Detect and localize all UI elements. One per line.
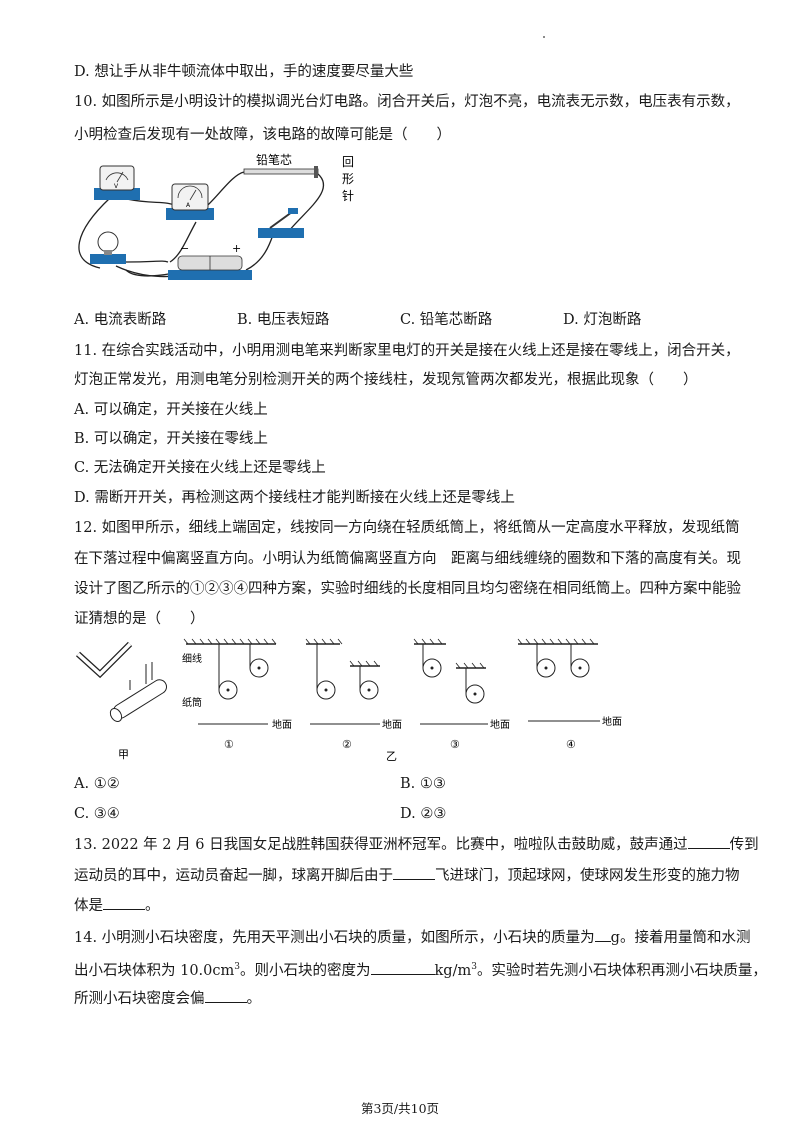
q12-stem-line3: 设计了图乙所示的①②③④四种方案，实验时细线的长度相同且均匀密绕在相同纸筒上。四… <box>74 581 741 597</box>
scheme-4 <box>517 638 600 722</box>
voltmeter-icon <box>94 165 140 200</box>
q14-blank-2[interactable] <box>370 960 435 975</box>
scan-dot <box>543 36 545 38</box>
scheme-1-label: ① <box>224 738 234 751</box>
q13-line2: 运动员的耳中，运动员奋起一脚，球离开脚后由于 飞进球门，顶起球网，使球网发生形变的… <box>74 865 740 886</box>
tube-label: 纸筒 <box>182 696 202 709</box>
q12-option-a: A. ①② <box>74 776 120 792</box>
switch-icon <box>258 208 304 238</box>
q13-line1-text-b: 传到 <box>729 837 759 853</box>
ground-label-2: 地面 <box>382 718 402 731</box>
scheme-2 <box>305 638 380 725</box>
q13-blank-2[interactable] <box>393 865 435 880</box>
battery-minus: − <box>180 242 189 255</box>
q14-line3-text-a: 所测小石块密度会偏 <box>74 991 205 1007</box>
bulb-icon <box>90 231 126 264</box>
q14-line3: 所测小石块密度会偏 。 <box>74 988 261 1009</box>
pencil-label: 铅笔芯 <box>256 152 292 167</box>
q14-line2-text-c: kg/m <box>434 962 472 979</box>
q13-line3-text-b: 。 <box>145 898 160 914</box>
q12-option-c: C. ③④ <box>74 806 120 822</box>
q13-blank-1[interactable] <box>687 834 730 849</box>
q11-option-b: B. 可以确定，开关接在零线上 <box>74 431 268 447</box>
q13-line3-text-a: 体是 <box>74 898 103 914</box>
scheme-1 <box>183 638 277 725</box>
figure-jia-label: 甲 <box>118 748 129 761</box>
scheme-3-label: ③ <box>450 738 460 751</box>
voltmeter-label: V <box>114 183 119 190</box>
q13-line3: 体是 。 <box>74 895 160 916</box>
ground-label-3: 地面 <box>490 718 510 731</box>
q10-circuit-figure: V A 铅笔芯 回 形 针 − + <box>78 152 354 280</box>
q12-option-b: B. ①③ <box>400 776 446 792</box>
q14-blank-1[interactable] <box>594 927 611 942</box>
ammeter-icon <box>166 183 214 220</box>
ground-label-4: 地面 <box>602 715 622 728</box>
scheme-3 <box>413 638 488 725</box>
page-footer: 第3页/共10页 <box>360 1101 440 1116</box>
q12-stem-line2: 在下落过程中偏离竖直方向。小明认为纸筒偏离竖直方向 距离与细线缠绕的圈数和下落的… <box>74 551 741 567</box>
ground-label-1: 地面 <box>272 718 292 731</box>
q13-line1: 13. 2022 年 2 月 6 日我国女足战胜韩国获得亚洲杯冠军。比赛中，啦啦… <box>74 834 759 855</box>
q14-blank-3[interactable] <box>204 988 247 1003</box>
q12-stem-line1: 12. 如图甲所示，细线上端固定，线按同一方向绕在轻质纸筒上，将纸筒从一定高度水… <box>74 520 740 536</box>
figure-yi-label: 乙 <box>386 750 397 763</box>
q14-sup-1: 3 <box>234 962 240 972</box>
q9-option-d: D. 想让手从非牛顿流体中取出，手的速度要尽量大些 <box>74 64 414 80</box>
q12-figure: 甲 细线 纸筒 地面 ① 地面 ② 乙 <box>75 638 622 763</box>
q13-line2-text-b: 飞进球门，顶起球网，使球网发生形变的施力物 <box>435 868 740 884</box>
q10-option-a: A. 电流表断路 <box>74 312 167 328</box>
q14-line1-text-a: 14. 小明测小石块密度，先用天平测出小石块的质量，如图所示，小石块的质量为 <box>74 930 595 946</box>
q10-stem-line1: 10. 如图所示是小明设计的模拟调光台灯电路。闭合开关后，灯泡不亮，电流表无示数… <box>74 94 740 110</box>
scheme-2-label: ② <box>342 738 352 751</box>
q14-sup-2: 3 <box>471 962 477 972</box>
scheme-4-label: ④ <box>566 738 576 751</box>
pencil-lead-icon <box>243 168 319 175</box>
paperclip-icon <box>314 166 318 178</box>
clip-label-3: 针 <box>342 188 354 203</box>
q11-option-a: A. 可以确定，开关接在火线上 <box>74 402 268 418</box>
q10-option-d: D. 灯泡断路 <box>563 312 642 328</box>
q14-line2-text-a: 出小石块体积为 10.0cm <box>74 962 235 979</box>
q14-line1-text-b: g。接着用量筒和水测 <box>610 930 751 946</box>
q10-stem-line2: 小明检查后发现有一处故障，该电路的故障可能是（ ） <box>74 127 451 143</box>
ammeter-label: A <box>186 202 191 209</box>
q14-line2-text-d: 。实验时若先测小石块体积再测小石块质量， <box>476 962 767 979</box>
q14-line2-text-b: 。则小石块的密度为 <box>240 962 371 979</box>
clip-label-2: 形 <box>342 172 354 186</box>
q10-option-b: B. 电压表短路 <box>237 312 330 328</box>
q12-option-d: D. ②③ <box>400 806 447 822</box>
bracket-figure-jia <box>75 641 168 723</box>
battery-plus: + <box>232 242 241 255</box>
q14-line3-text-b: 。 <box>246 991 262 1007</box>
q13-blank-3[interactable] <box>103 895 145 910</box>
q13-line2-text-a: 运动员的耳中，运动员奋起一脚，球离开脚后由于 <box>74 868 393 884</box>
q14-line1: 14. 小明测小石块密度，先用天平测出小石块的质量，如图所示，小石块的质量为 g。… <box>74 927 750 948</box>
q11-option-c: C. 无法确定开关接在火线上还是零线上 <box>74 460 326 476</box>
q12-stem-line4: 证猜想的是（ ） <box>74 611 205 627</box>
battery-icon <box>168 255 252 280</box>
q11-stem-line2: 灯泡正常发光，用测电笔分别检测开关的两个接线柱，发现氖管两次都发光，根据此现象（… <box>74 372 698 388</box>
q13-line1-text-a: 13. 2022 年 2 月 6 日我国女足战胜韩国获得亚洲杯冠军。比赛中，啦啦… <box>74 837 688 853</box>
q10-option-c: C. 铅笔芯断路 <box>400 312 493 328</box>
q11-stem-line1: 11. 在综合实践活动中，小明用测电笔来判断家里电灯的开关是接在火线上还是接在零… <box>74 343 740 359</box>
clip-label-1: 回 <box>342 155 354 169</box>
thread-label: 细线 <box>182 652 202 665</box>
q11-option-d: D. 需断开开关，再检测这两个接线柱才能判断接在火线上还是零线上 <box>74 490 515 506</box>
